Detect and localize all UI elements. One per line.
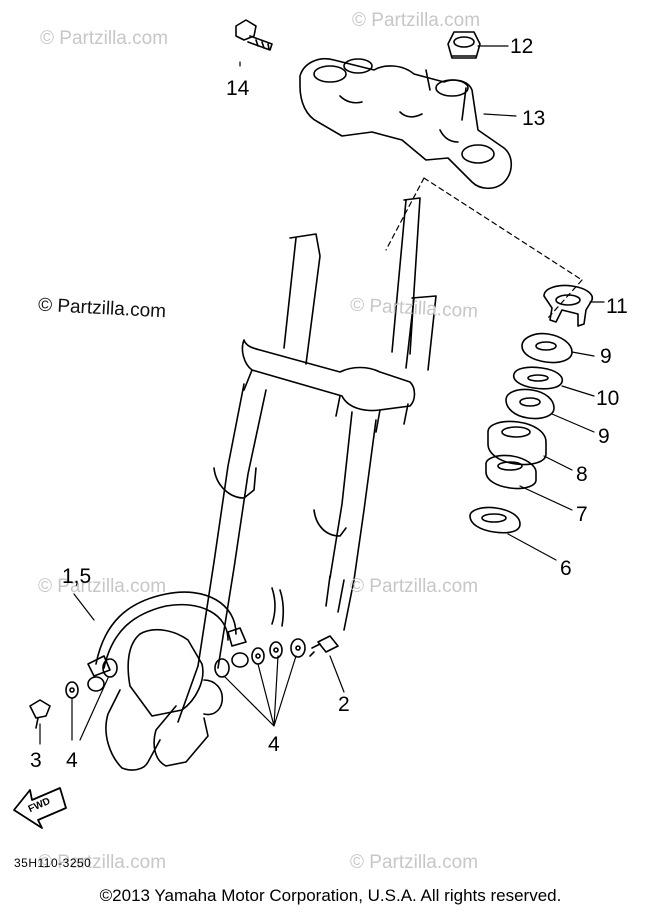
watermark: © Partzilla.com xyxy=(350,852,479,873)
watermark: © Partzilla.com xyxy=(40,28,169,49)
watermark: © Partzilla.com xyxy=(350,576,479,597)
callout-9-lower[interactable]: 9 xyxy=(598,425,610,448)
washers-part-4[interactable] xyxy=(65,638,306,699)
callout-13[interactable]: 13 xyxy=(522,107,546,130)
watermark: © Partzilla.com xyxy=(38,576,167,597)
diagram-code: 35H110-3250 xyxy=(14,856,92,870)
callout-2[interactable]: 2 xyxy=(338,693,350,716)
front-fork-assembly[interactable] xyxy=(105,197,437,771)
part-11-lock-washer[interactable] xyxy=(543,284,605,327)
part-14-bolt[interactable] xyxy=(235,19,273,51)
part-2-union-bolt[interactable] xyxy=(309,635,339,657)
part-8-bearing[interactable] xyxy=(487,420,573,471)
watermark: © Partzilla.com xyxy=(352,10,481,31)
watermark: © Partzilla.com xyxy=(38,852,167,873)
callout-7[interactable]: 7 xyxy=(576,503,588,526)
callout-8[interactable]: 8 xyxy=(576,463,588,486)
part-9-lower-ring-nut[interactable] xyxy=(505,388,595,433)
callout-1-5[interactable]: 1,5 xyxy=(62,565,92,588)
callout-12[interactable]: 12 xyxy=(510,35,534,58)
callout-4-left[interactable]: 4 xyxy=(66,749,78,772)
brake-hose-part-1-5[interactable] xyxy=(87,591,249,692)
callout-6[interactable]: 6 xyxy=(560,557,572,580)
part-13-upper-bracket[interactable] xyxy=(299,58,513,190)
fwd-arrow-icon xyxy=(13,787,67,829)
callout-10[interactable]: 10 xyxy=(596,387,620,410)
part-10-washer[interactable] xyxy=(512,366,595,397)
copyright-footer: ©2013 Yamaha Motor Corporation, U.S.A. A… xyxy=(99,886,562,905)
callout-3[interactable]: 3 xyxy=(30,749,42,772)
part-3-bolt[interactable] xyxy=(29,699,51,729)
callout-9-upper[interactable]: 9 xyxy=(600,345,612,368)
callout-4-right[interactable]: 4 xyxy=(268,733,280,756)
part-9-upper-ring-nut[interactable] xyxy=(521,332,595,364)
part-12-steering-nut[interactable] xyxy=(447,31,481,59)
part-7-bearing-race[interactable] xyxy=(485,454,573,511)
callout-11[interactable]: 11 xyxy=(606,295,628,318)
callout-14[interactable]: 14 xyxy=(226,77,250,100)
part-6-dust-seal[interactable] xyxy=(469,506,557,561)
